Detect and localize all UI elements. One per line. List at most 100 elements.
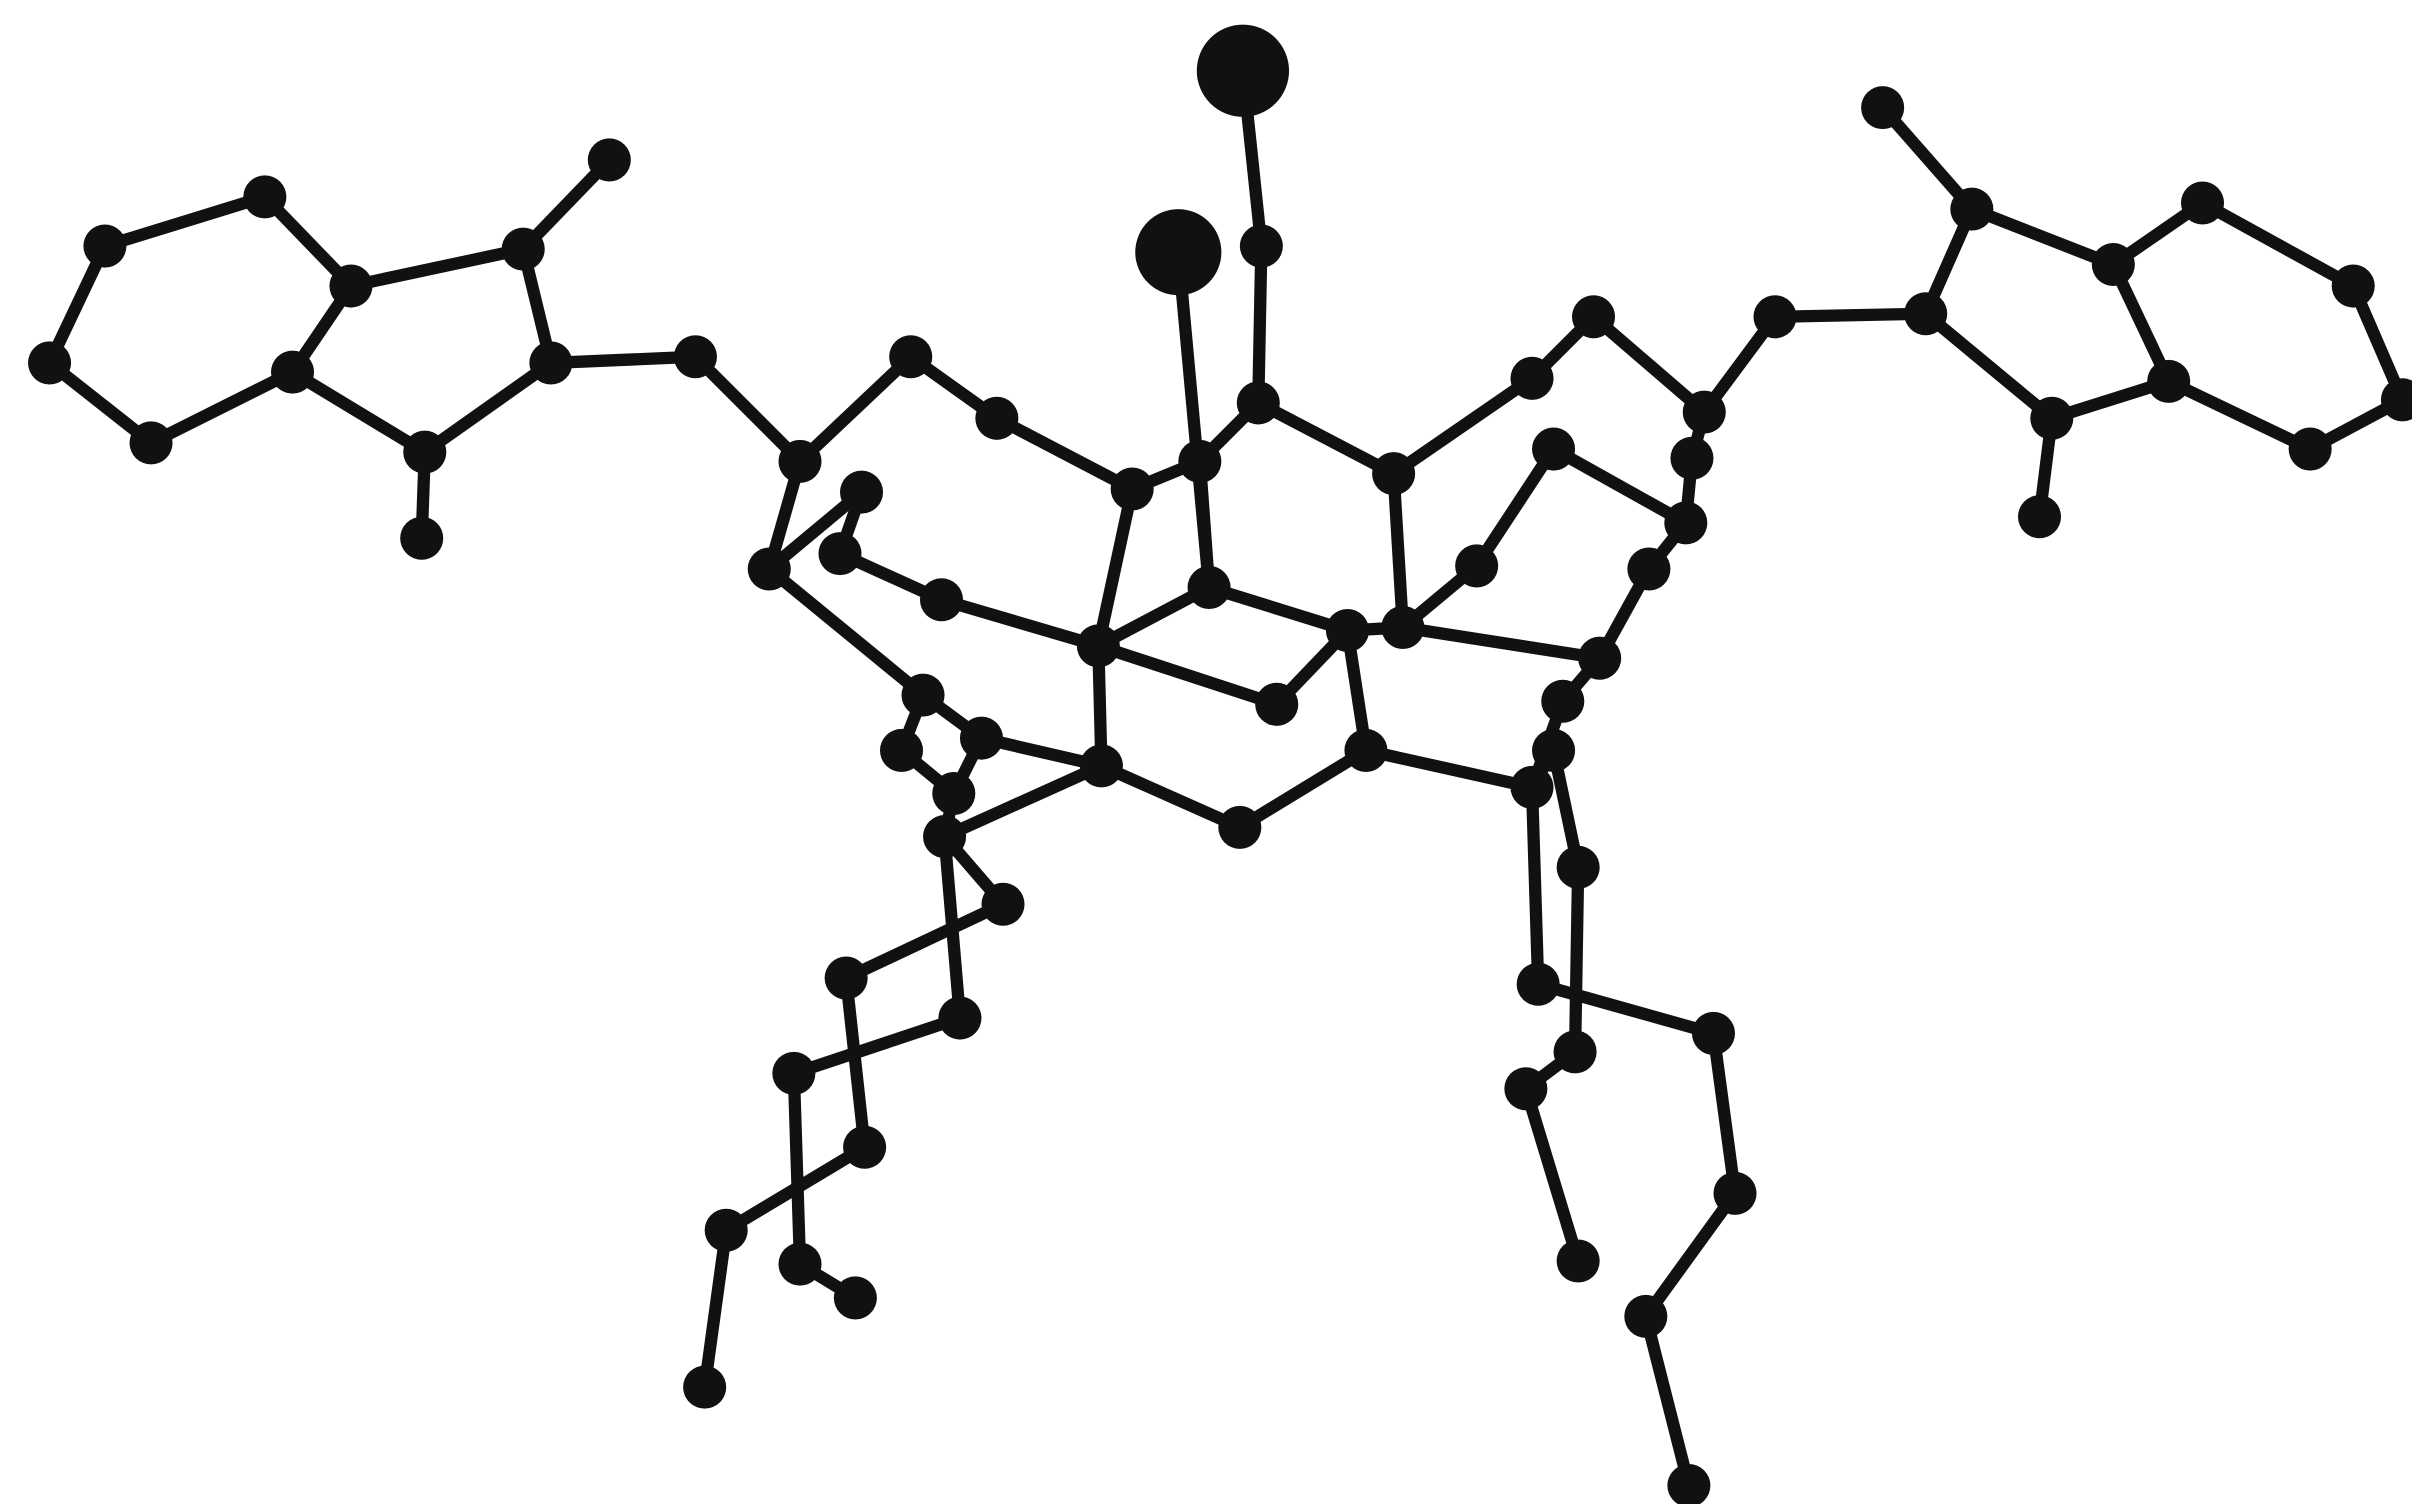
atom-l8 [529,341,573,385]
atom-d10 [1510,765,1554,809]
atom-b5 [818,532,862,576]
bond-f9-f10 [1639,1310,1696,1492]
atom-f3 [1516,962,1560,1006]
atom-b2 [975,396,1019,440]
bond-f7-f8 [1707,1027,1742,1200]
atom-e5 [923,815,967,859]
atom-t5 [1372,452,1416,496]
atom-t3 [1196,24,1290,117]
atom-e7 [824,956,868,1000]
atom-r12 [2017,495,2062,539]
atom-d4 [1532,427,1576,471]
atom-d8 [1541,679,1585,723]
atom-l2 [243,175,287,219]
atom-f1 [1532,728,1576,772]
bond-r9-r10 [2162,375,2317,456]
bond-a1-a2 [689,350,807,468]
bond-r3-r4 [1876,101,1978,216]
bond-f8-f9 [1639,1187,1742,1323]
bond-a2-b1 [793,350,917,468]
atom-c5 [1218,805,1262,849]
bond-a3-e1 [763,562,930,702]
atom-e10 [843,1125,887,1169]
atom-e2 [879,728,924,772]
bond-e9-e12 [787,1067,807,1271]
bond-d4-d5 [1547,442,1692,530]
bond-l9-l4 [286,366,431,459]
atom-l3 [329,264,373,308]
atom-d9 [1670,436,1714,480]
atom-e13 [833,1276,877,1320]
atom-b4 [839,470,884,514]
atom-d3 [1682,390,1726,434]
atom-d6 [1627,547,1671,591]
atom-e4 [959,716,1004,760]
atom-e9 [772,1051,816,1095]
atom-l7 [501,227,545,271]
atom-r3 [1950,187,1994,231]
atom-c4 [1079,744,1123,788]
atom-r1 [1753,295,1797,339]
bond-f3-f7 [1532,978,1720,1040]
bond-r1-r2 [1768,307,1932,323]
atom-l6 [28,341,72,385]
atom-l11 [400,516,444,560]
atom-r5 [2091,242,2135,287]
atom-f5 [1504,1067,1548,1111]
bond-c8-d4 [1470,442,1560,573]
atom-b1 [889,335,933,379]
bond-l1-l2 [98,190,271,253]
atom-c2 [1325,608,1370,653]
bond-e7-e10 [839,971,871,1154]
atom-b3 [1110,467,1154,511]
atom-e8 [938,996,982,1040]
bond-l3-l7 [344,242,530,293]
bond-c5-c6 [1233,744,1373,834]
bond-b2-b3 [990,412,1139,496]
bond-e11-e14 [698,1224,733,1394]
bond-d10-f3 [1525,781,1545,991]
atom-d7 [1578,636,1622,680]
atom-f2 [1556,845,1600,889]
atom-r10 [2147,359,2191,403]
atom-d2 [1572,295,1616,339]
atom-t2 [1239,224,1283,268]
atom-l1 [83,224,127,268]
atom-c3 [1255,682,1299,726]
atom-f6 [1556,1239,1600,1283]
atom-t4 [1135,209,1222,296]
bond-l5-l6 [43,356,158,450]
bond-t1-t5 [1252,396,1400,480]
bond-t7-c2 [1202,581,1354,637]
bond-t5-d1 [1387,372,1539,480]
atom-r7 [2331,264,2375,308]
atom-e12 [778,1242,822,1286]
atom-l5 [129,421,173,465]
atom-f7 [1691,1011,1736,1055]
bond-e10-e11 [720,1141,871,1237]
atom-f8 [1713,1171,1757,1215]
atom-a2 [778,439,822,483]
bond-d2-d3 [1587,310,1711,419]
bond-r6-r7 [2196,196,2360,293]
bond-l8-l9 [418,356,558,459]
bond-e6-e7 [839,898,1010,985]
bond-c1-c3 [1092,639,1283,711]
atom-l9 [403,430,447,474]
bond-r11-r2 [1919,307,2058,425]
atom-d1 [1510,356,1554,400]
atom-l4 [270,350,315,394]
atom-r9 [2288,427,2332,471]
atom-t7 [1187,565,1231,609]
bond-c7-d7 [1396,621,1606,665]
atom-e14 [683,1365,727,1409]
bond-t5-c7 [1387,467,1409,634]
atom-f10 [1667,1464,1711,1504]
bond-r10-r5 [2107,258,2175,388]
bond-c4-c5 [1095,759,1246,834]
atom-r8 [2380,378,2412,422]
bond-b3-c1 [1092,482,1139,653]
atom-b6 [919,578,964,622]
bond-c6-d10 [1359,744,1539,794]
